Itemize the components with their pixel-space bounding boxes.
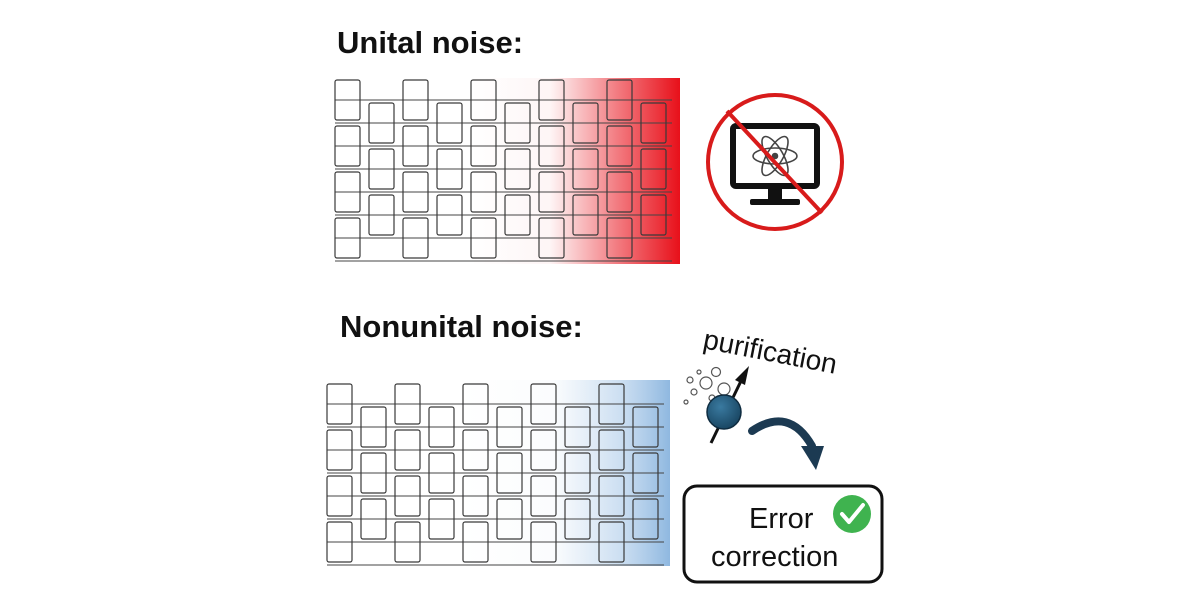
circuit-gate bbox=[530, 383, 557, 425]
circuit-gate bbox=[436, 194, 463, 236]
circuit-gate bbox=[394, 429, 421, 471]
circuit-gate bbox=[598, 475, 625, 517]
circuit-gate bbox=[436, 148, 463, 190]
circuit-gate bbox=[632, 498, 659, 540]
circuit-gate bbox=[530, 429, 557, 471]
circuit-gate bbox=[572, 148, 599, 190]
circuit-gate bbox=[360, 452, 387, 494]
circuit-gate bbox=[368, 102, 395, 144]
circuit-gate bbox=[496, 452, 523, 494]
circuit-gate bbox=[360, 406, 387, 448]
circuit-gate bbox=[640, 102, 667, 144]
circuit-gate bbox=[334, 79, 361, 121]
circuit-gate bbox=[428, 406, 455, 448]
circuit-gate bbox=[326, 475, 353, 517]
circuit-gate bbox=[470, 171, 497, 213]
circuit-gate bbox=[504, 102, 531, 144]
circuit-gate bbox=[436, 102, 463, 144]
circuit-gate bbox=[640, 194, 667, 236]
circuit-gate bbox=[598, 383, 625, 425]
circuit-gate bbox=[402, 125, 429, 167]
circuit-gate bbox=[530, 521, 557, 563]
circuit-gate bbox=[470, 125, 497, 167]
unital-noise-gradient bbox=[470, 78, 680, 264]
bubbles-icon bbox=[683, 366, 731, 405]
circuit-gate bbox=[470, 217, 497, 259]
circuit-gate bbox=[538, 79, 565, 121]
circuit-gate bbox=[606, 171, 633, 213]
circuit-gate bbox=[572, 102, 599, 144]
circuit-gate bbox=[334, 125, 361, 167]
qubit-spin-icon bbox=[706, 366, 749, 444]
circuit-gate bbox=[462, 429, 489, 471]
circuit-gate bbox=[360, 498, 387, 540]
error-correction-box: Error correction bbox=[682, 484, 884, 584]
circuit-gate bbox=[564, 406, 591, 448]
error-correction-line1: Error bbox=[749, 503, 814, 535]
circuit-gate bbox=[326, 429, 353, 471]
circuit-gate bbox=[564, 452, 591, 494]
circuit-gate bbox=[606, 79, 633, 121]
error-correction-line2: correction bbox=[711, 541, 838, 573]
circuit-gate bbox=[368, 148, 395, 190]
circuit-gate bbox=[428, 452, 455, 494]
circuit-gate bbox=[462, 475, 489, 517]
circuit-gate bbox=[368, 194, 395, 236]
circuit-gate bbox=[504, 148, 531, 190]
circuit-gate bbox=[394, 383, 421, 425]
circuit-gate bbox=[538, 171, 565, 213]
circuit-gate bbox=[572, 194, 599, 236]
circuit-gate bbox=[538, 125, 565, 167]
circuit-gate bbox=[564, 498, 591, 540]
unital-circuit-grid bbox=[334, 79, 672, 262]
circuit-gate bbox=[394, 521, 421, 563]
circuit-gate bbox=[640, 148, 667, 190]
nonunital-circuit-grid bbox=[326, 383, 664, 566]
circuit-gate bbox=[606, 125, 633, 167]
circuit-gate bbox=[538, 217, 565, 259]
circuit-gate bbox=[504, 194, 531, 236]
circuit-gate bbox=[598, 429, 625, 471]
circuit-gate bbox=[632, 452, 659, 494]
circuit-gate bbox=[402, 217, 429, 259]
unital-noise-title: Unital noise: bbox=[337, 25, 523, 60]
circuit-gate bbox=[496, 498, 523, 540]
circuit-gate bbox=[402, 171, 429, 213]
nonunital-noise-title: Nonunital noise: bbox=[340, 309, 583, 344]
circuit-gate bbox=[462, 521, 489, 563]
circuit-gate bbox=[606, 217, 633, 259]
circuit-gate bbox=[326, 383, 353, 425]
circuit-gate bbox=[326, 521, 353, 563]
circuit-gate bbox=[462, 383, 489, 425]
purification-label: purification bbox=[701, 323, 840, 379]
circuit-gate bbox=[530, 475, 557, 517]
circuit-gate bbox=[598, 521, 625, 563]
circuit-gate bbox=[428, 498, 455, 540]
check-circle-icon bbox=[833, 495, 871, 533]
circuit-gate bbox=[334, 217, 361, 259]
no-quantum-computer-icon bbox=[706, 93, 844, 231]
circuit-gate bbox=[402, 79, 429, 121]
circuit-gate bbox=[496, 406, 523, 448]
circuit-gate bbox=[394, 475, 421, 517]
circuit-gate bbox=[632, 406, 659, 448]
circuit-gate bbox=[334, 171, 361, 213]
curved-arrow-icon bbox=[748, 417, 824, 470]
circuit-gate bbox=[470, 79, 497, 121]
